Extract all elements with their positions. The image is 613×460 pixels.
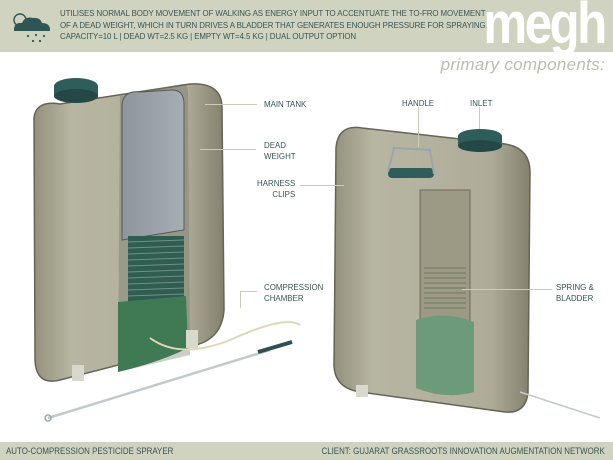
handle-leader xyxy=(418,107,419,147)
left-tank xyxy=(33,78,301,422)
section-subtitle: primary components: xyxy=(440,55,605,74)
footer-bar: AUTO-COMPRESSION PESTICIDE SPRAYER CLIEN… xyxy=(0,442,613,460)
label-line: SPRING & xyxy=(556,282,594,292)
label-spring-bladder: SPRING & BLADDER xyxy=(556,282,594,304)
label-line: CHAMBER xyxy=(264,293,304,303)
cloud-rain-icon xyxy=(13,13,50,43)
label-line: WEIGHT xyxy=(264,151,296,161)
product-name: AUTO-COMPRESSION PESTICIDE SPRAYER xyxy=(6,446,174,456)
product-description: UTILISES NORMAL BODY MOVEMENT OF WALKING… xyxy=(60,8,488,43)
description-line: UTILISES NORMAL BODY MOVEMENT OF WALKING… xyxy=(60,8,486,18)
dead-weight-leader xyxy=(200,149,256,150)
label-line: COMPRESSION xyxy=(264,282,324,292)
label-line: CLIPS xyxy=(272,189,296,199)
label-handle: HANDLE xyxy=(402,98,435,108)
label-line: HARNESS xyxy=(257,178,296,188)
harness-clips-leader xyxy=(300,185,344,186)
label-dead-weight: DEAD WEIGHT xyxy=(264,140,296,162)
header-bar: UTILISES NORMAL BODY MOVEMENT OF WALKING… xyxy=(0,0,613,56)
right-tank xyxy=(333,126,601,419)
spring-bladder-leader xyxy=(462,289,552,290)
description-line: OF A DEAD WEIGHT, WHICH IN TURN DRIVES A… xyxy=(60,19,488,30)
label-harness-clips: HARNESS CLIPS xyxy=(257,178,295,200)
label-main-tank: MAIN TANK xyxy=(264,99,307,109)
compression-chamber-leader-v xyxy=(240,291,241,308)
inlet-leader xyxy=(479,107,480,129)
description-line: CAPACITY=10 L | DEAD WT=2.5 KG | EMPTY W… xyxy=(60,31,357,41)
label-line: DEAD xyxy=(264,140,286,150)
label-inlet: INLET xyxy=(470,98,493,108)
label-compression-chamber: COMPRESSION CHAMBER xyxy=(264,282,323,304)
main-tank-leader xyxy=(205,104,257,105)
compression-chamber-leader xyxy=(240,291,257,292)
client-name: CLIENT: GUJARAT GRASSROOTS INNOVATION AU… xyxy=(321,446,605,456)
brand-logo: megh xyxy=(483,0,608,56)
label-line: BLADDER xyxy=(556,293,594,303)
